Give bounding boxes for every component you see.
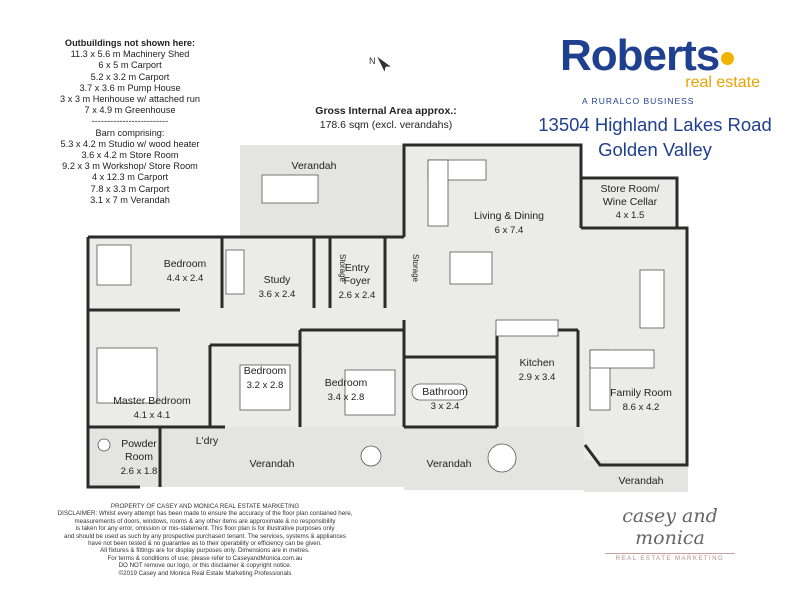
compass-icon: N <box>369 56 391 72</box>
outbuilding-item: 5.3 x 4.2 m Studio w/ wood heater <box>60 138 200 149</box>
bed-icon <box>344 369 396 416</box>
casey-monica-tagline: REAL ESTATE MARKETING <box>615 556 725 562</box>
toilet-icon <box>97 438 111 452</box>
dining-table-icon <box>261 174 319 204</box>
counter-icon <box>495 319 559 337</box>
study-dim: 3.6 x 2.4 <box>259 289 296 300</box>
outbuilding-item: 9.2 x 3 m Workshop/ Store Room <box>62 161 198 172</box>
bed-icon <box>96 244 132 286</box>
storage-label-right: Storage <box>411 254 420 283</box>
kitchen-label: Kitchen <box>519 357 554 369</box>
disclaimer-line: is taken for any error, omission or mis-… <box>75 525 335 533</box>
family-room-dim: 8.6 x 4.2 <box>623 402 660 413</box>
gross-area: Gross Internal Area approx.: 178.6 sqm (… <box>296 104 476 132</box>
address-line2: Golden Valley <box>598 139 712 160</box>
outbuilding-item: 3 x 3 m Henhouse w/ attached run <box>60 94 200 105</box>
bedroom3-label: Bedroom <box>325 377 368 389</box>
outbuilding-item: Barn comprising: <box>95 127 165 138</box>
bedroom1-dim: 4.4 x 2.4 <box>167 273 204 284</box>
outbuilding-item: 4 x 12.3 m Carport <box>91 172 169 183</box>
entry-label: Entry <box>345 262 370 274</box>
bed-icon <box>239 364 291 411</box>
gross-area-heading: Gross Internal Area approx.: <box>315 105 457 117</box>
room-labels: Verandah Living & Dining 6 x 7.4 Store R… <box>113 160 672 487</box>
study-label: Study <box>264 274 292 286</box>
compass-n-label: N <box>369 56 376 66</box>
floor-fills <box>88 145 688 492</box>
sofa-icon <box>225 249 245 295</box>
storage-label-left: Storage <box>338 254 347 283</box>
disclaimer-line: measurements of doors, windows, rooms & … <box>74 517 336 525</box>
laundry-label: L'dry <box>196 435 219 447</box>
disclaimer-line: DISCLAIMER: Whilst every attempt has bee… <box>57 510 353 518</box>
logo-sub: real estate <box>685 74 760 91</box>
walls <box>86 143 689 489</box>
outbuildings-heading: Outbuildings not shown here: <box>64 38 196 48</box>
living-room-dim: 6 x 7.4 <box>495 225 524 236</box>
logo-brand: Roberts <box>560 34 760 78</box>
outbuilding-item: 6 x 5 m Carport <box>98 60 162 71</box>
foyer-dim: 2.6 x 2.4 <box>339 290 376 301</box>
outbuildings-list: Outbuildings not shown here: 11.3 x 5.6 … <box>10 38 250 206</box>
bedroom2-dim: 3.2 x 2.8 <box>247 380 284 391</box>
disclaimer-line: DO NOT remove our logo, or this disclaim… <box>118 562 292 570</box>
bathroom-label: Bathroom <box>422 386 468 398</box>
outbuilding-item: 7 x 4.9 m Greenhouse <box>84 105 176 116</box>
family-room-label: Family Room <box>610 387 672 399</box>
outbuilding-item: 11.3 x 5.6 m Machinery Shed <box>70 49 190 60</box>
disclaimer-line: All fixtures & fittings are for display … <box>100 547 310 555</box>
sofa-icon <box>427 159 449 227</box>
address-line1: 13504 Highland Lakes Road <box>538 114 772 135</box>
store-room-dim: 4 x 1.5 <box>616 210 645 221</box>
store-room-label: Store Room/ <box>601 183 660 195</box>
outbuilding-item: 7.8 x 3.3 m Carport <box>90 183 170 194</box>
casey-monica-script: casey and monica <box>622 505 718 549</box>
disclaimer-line: PROPERTY OF CASEY AND MONICA REAL ESTATE… <box>110 503 300 510</box>
outdoor-table-icon <box>487 443 517 473</box>
property-address: 13504 Highland Lakes Road Golden Valley <box>530 112 780 162</box>
master-bedroom-label: Master Bedroom <box>113 395 191 407</box>
logo-tagline: A RURALCO BUSINESS <box>582 96 695 106</box>
powder-label: Powder <box>121 438 157 450</box>
outdoor-table-icon <box>360 445 382 467</box>
bathroom-dim: 3 x 2.4 <box>431 401 460 412</box>
furniture <box>96 159 665 473</box>
bedroom2-label: Bedroom <box>244 365 287 377</box>
outbuilding-item: 3.7 x 3.6 m Pump House <box>79 82 181 93</box>
outbuilding-item: 3.1 x 7 m Verandah <box>90 194 170 205</box>
wine-cellar-label: Wine Cellar <box>603 196 658 208</box>
outbuilding-item: 3.6 x 4.2 m Store Room <box>81 150 179 161</box>
verandah-bottom-mid-label: Verandah <box>427 458 472 470</box>
outbuilding-item: 5.2 x 3.2 m Carport <box>90 71 170 82</box>
dining-table-icon <box>639 269 665 329</box>
bedroom1-label: Bedroom <box>164 258 207 270</box>
verandah-top-label: Verandah <box>292 160 337 172</box>
dining-table-icon <box>449 251 493 285</box>
disclaimer: PROPERTY OF CASEY AND MONICA REAL ESTATE… <box>20 503 390 577</box>
casey-monica-logo: casey and monica REAL ESTATE MARKETING <box>590 505 750 562</box>
master-bedroom-dim: 4.1 x 4.1 <box>134 410 171 421</box>
room-label: Room <box>125 451 153 463</box>
powder-room-dim: 2.6 x 1.8 <box>121 466 158 477</box>
disclaimer-line: ©2019 Casey and Monica Real Estate Marke… <box>118 569 292 577</box>
disclaimer-line: have not been tested & no guarantee as t… <box>88 540 322 548</box>
kitchen-dim: 2.9 x 3.4 <box>519 372 556 383</box>
foyer-label: Foyer <box>344 275 371 287</box>
bed-icon <box>96 347 158 404</box>
gross-area-value: 178.6 sqm (excl. verandahs) <box>319 119 453 131</box>
roberts-logo: Roberts real estate A RURALCO BUSINESS <box>560 34 760 107</box>
bedroom3-dim: 3.4 x 2.8 <box>328 392 365 403</box>
disclaimer-line: For terms & conditions of use, please re… <box>107 554 303 562</box>
disclaimer-line: and should be used as such by any prospe… <box>64 532 346 540</box>
outbuilding-separator: ------------------------- <box>91 116 169 127</box>
logo-brand-name: Roberts <box>560 31 720 80</box>
verandah-bottom-left-label: Verandah <box>250 458 295 470</box>
living-room-label: Living & Dining <box>474 210 544 222</box>
sofa-icon <box>589 349 655 369</box>
logo-dot-icon <box>721 51 735 65</box>
bathtub-icon <box>411 383 468 401</box>
casey-monica-divider <box>605 553 735 554</box>
verandah-bottom-right-label: Verandah <box>619 475 664 487</box>
